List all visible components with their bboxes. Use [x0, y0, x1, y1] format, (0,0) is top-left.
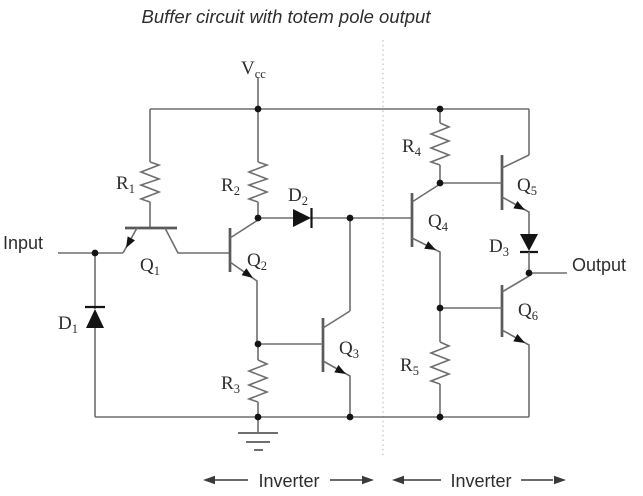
- q6-emitter-wire: [501, 329, 530, 417]
- d2-label: D2: [288, 185, 308, 208]
- q5-emitter-wire: [501, 196, 530, 234]
- d2-triangle: [293, 209, 311, 227]
- q3-emitter-arrow: [334, 364, 346, 374]
- q3-collector-wire: [322, 310, 351, 329]
- junction-dot: [346, 413, 354, 421]
- junction-dot: [91, 249, 99, 257]
- resistor-r3: R3: [221, 344, 270, 417]
- inverter-span-right: Inverter: [392, 471, 566, 491]
- q1-label: Q1: [140, 255, 160, 278]
- q1-emitter-arrow: [126, 236, 136, 248]
- q4-emitter-arrow: [424, 241, 436, 250]
- inverter-left-label: Inverter: [258, 471, 319, 491]
- d3-label: D3: [489, 236, 509, 259]
- vcc-terminal: Vcc: [241, 58, 266, 109]
- q2-emitter-arrow: [241, 268, 253, 278]
- ground-icon: [238, 417, 278, 451]
- q3-label: Q3: [339, 338, 359, 361]
- input-label: Input: [3, 233, 43, 253]
- transistor-q5: Q5: [440, 154, 537, 234]
- q2-emitter-wire: [229, 261, 258, 344]
- q2-label: Q2: [247, 250, 267, 273]
- junction-dots: [91, 105, 533, 421]
- q3-emitter-wire: [322, 360, 351, 417]
- junction-dot: [254, 413, 262, 421]
- resistor-r1: R1: [116, 161, 162, 228]
- transistor-q3: Q3: [258, 310, 359, 417]
- r4-body: [428, 109, 452, 183]
- junction-dot: [254, 340, 262, 348]
- input-terminal: Input: [3, 233, 123, 254]
- q5-label: Q5: [517, 175, 537, 198]
- r2-label: R2: [221, 175, 240, 198]
- transistor-q4: Q4: [410, 183, 449, 308]
- ground-bars: [238, 432, 278, 451]
- junction-dot: [525, 269, 533, 277]
- d1-label: D1: [58, 313, 78, 336]
- q4-collector-wire: [411, 183, 441, 203]
- r2-body: [246, 109, 270, 218]
- junction-dot: [254, 214, 262, 222]
- r4-label: R4: [402, 136, 422, 159]
- q2-collector-wire: [229, 219, 259, 239]
- q6-label: Q6: [518, 300, 538, 323]
- inverter-right-label: Inverter: [450, 471, 511, 491]
- junction-dot: [436, 179, 444, 187]
- junction-dot: [254, 105, 262, 113]
- left-arrow-icon: [392, 475, 404, 485]
- junction-dot: [436, 304, 444, 312]
- diode-d2: D2: [258, 185, 412, 228]
- q5-collector-wire: [501, 154, 530, 169]
- resistor-r4: R4: [402, 109, 452, 183]
- q6-collector-wire: [501, 275, 530, 293]
- inverter-span-left: Inverter: [203, 471, 374, 491]
- d1-triangle: [86, 309, 104, 328]
- output-label: Output: [572, 255, 626, 275]
- d3-triangle: [520, 234, 538, 251]
- diode-d3: D3: [489, 234, 538, 273]
- junction-dot: [436, 413, 444, 421]
- output-terminal: Output: [529, 255, 626, 275]
- q4-emitter-wire: [411, 237, 441, 308]
- resistor-r5: R5: [400, 308, 452, 417]
- left-arrow-icon: [203, 475, 215, 485]
- q4-label: Q4: [428, 211, 449, 234]
- junction-dot: [346, 214, 354, 222]
- diagram-title: Buffer circuit with totem pole output: [142, 6, 432, 27]
- r1-body: [138, 161, 162, 228]
- r3-label: R3: [221, 373, 240, 396]
- right-arrow-icon: [362, 475, 374, 485]
- r5-label: R5: [400, 355, 419, 378]
- r1-label: R1: [116, 173, 135, 196]
- q5-emitter-arrow: [513, 200, 525, 210]
- vcc-label: Vcc: [241, 58, 266, 81]
- transistor-q6: Q6: [440, 275, 538, 417]
- junction-dot: [436, 105, 444, 113]
- diode-d1: D1: [58, 253, 105, 417]
- r5-body: [428, 308, 452, 417]
- right-arrow-icon: [554, 475, 566, 485]
- resistor-r2: R2: [221, 109, 270, 218]
- r3-body: [246, 344, 270, 417]
- transistor-q2: Q2: [228, 219, 267, 344]
- transistor-q1: Q1: [122, 226, 230, 278]
- q1-collector-wire: [164, 227, 230, 254]
- q6-emitter-arrow: [513, 333, 525, 343]
